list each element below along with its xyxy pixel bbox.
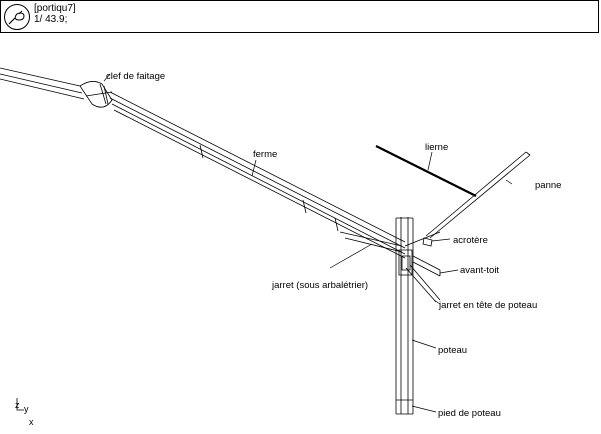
drawing-view-icon (4, 4, 30, 30)
label-jarret-en-tete-de-poteau: jarret en tête de poteau (438, 300, 537, 311)
label-jarret-sous-arbaletrier: jarret (sous arbalétrier) (271, 280, 368, 291)
axis-x-label: x (29, 417, 34, 427)
axis-y-label: y (24, 404, 29, 414)
axis-indicator: z y x (15, 398, 34, 427)
label-lierne: lierne (425, 142, 448, 153)
label-acrotere: acrotère (453, 235, 488, 246)
label-panne: panne (535, 180, 561, 191)
label-avant-toit: avant-toit (460, 265, 499, 276)
title-bar: [portiqu7] 1/ 43.9; (0, 0, 599, 33)
label-poteau: poteau (438, 345, 467, 356)
label-ferme: ferme (253, 149, 277, 160)
label-clef-de-faitage: clef de faitage (106, 71, 165, 82)
axis-z-label: z (15, 400, 20, 410)
view-scale: 1/ 43.9; (34, 14, 68, 25)
label-pied-de-poteau: pied de poteau (438, 408, 501, 419)
view-title: [portiqu7] (34, 3, 76, 14)
